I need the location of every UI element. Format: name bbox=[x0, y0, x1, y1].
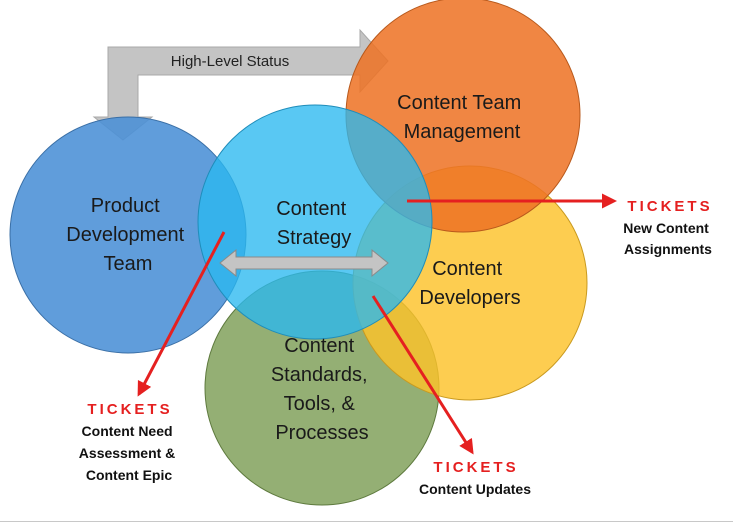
strategy-double-arrow bbox=[219, 248, 389, 278]
status-arrow-shape bbox=[92, 28, 389, 141]
ticket-desc-need: Content Need Assessment & Content Epic bbox=[79, 423, 179, 483]
content-team-management-label: Content Team Management bbox=[397, 92, 527, 143]
ticket-title-need: TICKETS bbox=[87, 401, 172, 418]
ticket-arrow-updates bbox=[371, 295, 474, 455]
content-developers-label: Content Developers bbox=[419, 258, 520, 309]
ticket-title-assignments: TICKETS bbox=[627, 198, 712, 215]
high-level-status-arrow: High-Level Status bbox=[92, 28, 389, 141]
ticket-arrow-need bbox=[137, 231, 226, 397]
content-strategy-circle bbox=[197, 104, 433, 340]
ticket-desc-updates: Content Updates bbox=[419, 481, 531, 497]
content-standards-label: Content Standards, Tools, & Processes bbox=[271, 335, 373, 444]
ticket-desc-assignments: New Content Assignments bbox=[623, 220, 712, 257]
ticket-title-updates: TICKETS bbox=[433, 459, 518, 476]
bottom-divider bbox=[0, 521, 733, 522]
product-development-label: Product Development Team bbox=[66, 195, 189, 275]
content-strategy-label: Content Strategy bbox=[276, 198, 352, 249]
status-arrow-label: High-Level Status bbox=[171, 53, 289, 70]
